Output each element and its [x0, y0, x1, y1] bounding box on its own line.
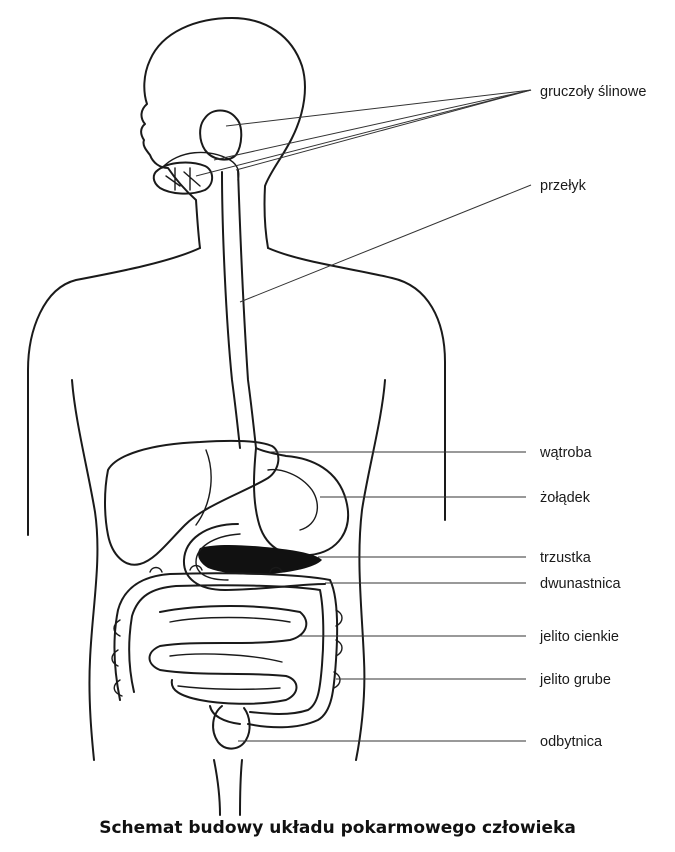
liver	[104, 439, 280, 566]
label-large-intestine: jelito grube	[539, 672, 611, 688]
label-duodenum: dwunastnica	[540, 576, 622, 592]
body-outline	[27, 17, 446, 816]
label-stomach: żołądek	[540, 490, 591, 506]
leader-lines	[195, 89, 532, 742]
liver-lobe-line	[195, 449, 212, 526]
large-intestine	[111, 564, 343, 729]
rectum	[212, 705, 251, 750]
pancreas	[198, 544, 322, 575]
stomach	[253, 447, 350, 557]
esophagus	[221, 169, 257, 449]
stomach-inner	[267, 468, 319, 531]
label-rectum: odbytnica	[540, 734, 603, 750]
label-liver: wątroba	[539, 445, 593, 461]
small-intestine	[148, 605, 308, 725]
label-salivary-glands: gruczoły ślinowe	[540, 84, 646, 100]
label-small-intestine: jelito cienkie	[539, 629, 619, 645]
diagram-caption: Schemat budowy układu pokarmowego człowi…	[99, 818, 576, 838]
label-pancreas: trzustka	[540, 550, 592, 566]
label-esophagus: przełyk	[540, 178, 587, 194]
